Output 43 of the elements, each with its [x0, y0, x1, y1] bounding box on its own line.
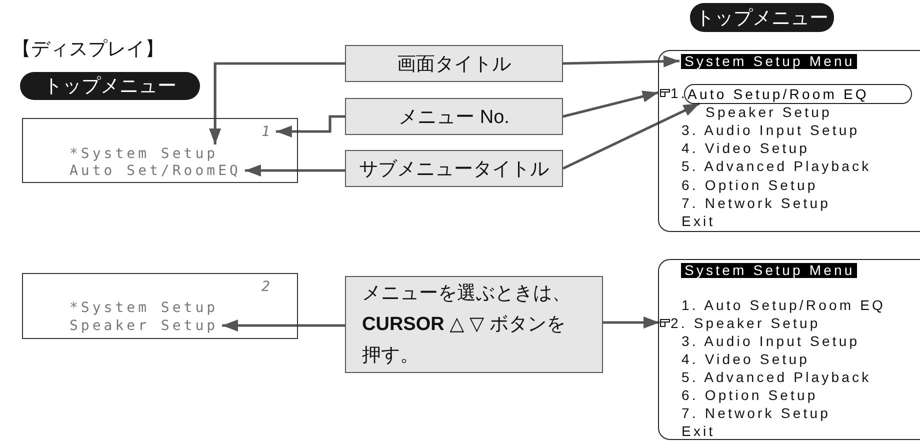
menu-title: System Setup Menu	[680, 54, 857, 68]
arrow	[603, 316, 660, 328]
arrow	[562, 90, 659, 118]
display-text: 2	[262, 278, 270, 294]
display-text: Auto Set/RoomEQ	[70, 162, 241, 178]
menu-item: Exit	[682, 424, 716, 438]
arrow	[244, 164, 345, 176]
menu-item: 6. Option Setup	[682, 388, 818, 402]
menu-item: 3. Audio Input Setup	[682, 334, 860, 348]
menu-item: 7. Network Setup	[682, 406, 830, 420]
menu-item: 4. Video Setup	[682, 140, 810, 154]
display-text: *System Setup	[70, 300, 218, 316]
menu-item: 3. Audio Input Setup	[682, 122, 860, 136]
arrow	[562, 55, 680, 68]
arrow	[276, 115, 345, 138]
menu-item: 6. Option Setup	[682, 178, 818, 192]
arrow	[209, 62, 345, 144]
callout-box: サブメニュータイトル	[345, 150, 563, 187]
arrow	[222, 320, 345, 332]
menu-badge: トップメニュー	[20, 72, 200, 100]
menu-title: System Setup Menu	[680, 262, 857, 278]
menu-item: 5. Advanced Playback	[682, 158, 872, 172]
menu-item: 7. Network Setup	[682, 196, 830, 210]
menu-item: 2. Speaker Setup	[670, 316, 820, 330]
section-heading: 【ディスプレイ】	[12, 38, 164, 62]
menu-item: 4. Video Setup	[682, 352, 810, 366]
display-text: *System Setup	[70, 146, 218, 162]
display-text: 1	[262, 124, 270, 140]
callout-box: メニューを選ぶときは、CURSOR △ ▽ ボタンを押す。	[345, 276, 603, 373]
menu-screen	[658, 50, 920, 232]
menu-item: 5. Advanced Playback	[682, 370, 872, 384]
callout-box: メニュー No.	[345, 98, 563, 135]
menu-item: Exit	[682, 214, 716, 228]
menu-item: Speaker Setup	[706, 104, 832, 118]
menu-screen	[658, 259, 920, 440]
display-panel	[22, 118, 298, 183]
display-panel	[22, 273, 298, 339]
menu-item: 1. Auto Setup/Room EQ	[682, 298, 886, 312]
highlighted-menu-item: Auto Setup/Room EQ	[684, 84, 912, 104]
display-text: Speaker Setup	[70, 318, 218, 334]
arrow	[562, 102, 700, 170]
callout-box: 画面タイトル	[345, 45, 563, 82]
menu-badge: トップメニュー	[690, 3, 834, 32]
